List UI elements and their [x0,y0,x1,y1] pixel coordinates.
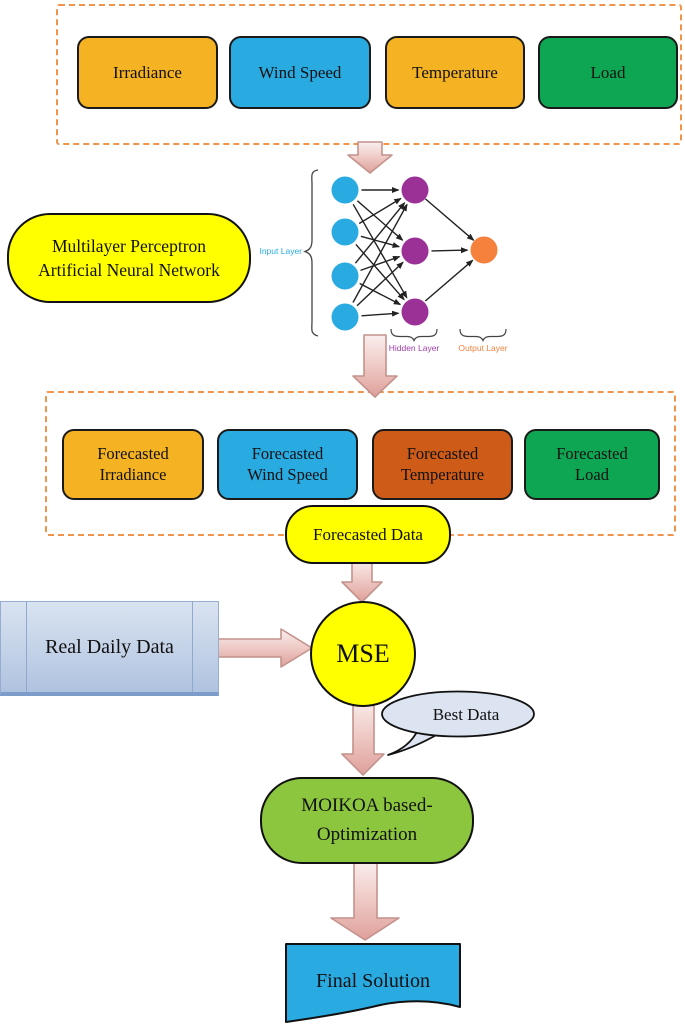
side-bar [192,602,193,692]
input-layer-nodes [331,176,359,331]
node-forecasted-data: Forecasted Data [285,505,451,564]
down-arrow-icon [352,334,398,398]
node-label-line: Temperature [400,464,485,484]
output-node [470,236,498,264]
input-node [331,176,359,204]
callout-label: Best Data [433,705,500,724]
input-node [331,218,359,246]
node-forecasted-irradiance: Forecasted Irradiance [62,429,204,500]
down-arrow-icon [330,860,400,941]
node-label-line: Forecasted [556,443,628,463]
output-layer-brace [459,328,507,343]
node-label: Final Solution [316,970,430,992]
node-label-line: Load [575,464,609,484]
node-final-solution: Final Solution [285,943,461,1023]
node-wind-speed: Wind Speed [229,36,371,109]
node-label-line: Wind Speed [247,464,328,484]
hidden-node [401,237,429,265]
side-bar [26,602,27,692]
hidden-layer-nodes [401,176,429,326]
hidden-node [401,176,429,204]
hidden-layer-brace [390,328,438,343]
node-label-line: Optimization [316,823,418,845]
best-data-callout: Best Data [381,690,535,756]
right-arrow-icon [217,628,313,668]
node-label: Irradiance [113,62,182,82]
down-arrow-icon [341,697,385,776]
node-load: Load [538,36,678,109]
node-forecasted-load: Forecasted Load [524,429,660,500]
node-forecasted-wind-speed: Forecasted Wind Speed [217,429,358,500]
node-label-line: Forecasted [251,443,324,463]
input-layer-brace [303,169,319,337]
mlp-annotation: Multilayer Perceptron Artificial Neural … [7,213,251,303]
node-label-line: Forecasted [406,443,479,463]
mlp-annotation-line: Artificial Neural Network [38,260,220,280]
node-label: Load [590,62,626,82]
node-label: Wind Speed [258,62,342,82]
node-label: Forecasted Data [313,524,423,544]
node-label: Real Daily Data [45,635,174,658]
node-mse: MSE [310,601,416,707]
node-label: Temperature [412,62,498,82]
speech-bubble-tail [387,729,441,756]
node-label: MSE [336,639,390,668]
input-node [331,303,359,331]
hidden-layer-label: Hidden Layer [389,343,440,353]
neural-network-diagram: Input Layer Hidden Layer Output Layer [259,169,508,353]
output-layer-label: Output Layer [458,343,507,353]
connection-arrows [352,187,475,317]
mlp-annotation-line: Multilayer Perceptron [51,235,207,256]
input-layer-label: Input Layer [259,246,302,256]
down-arrow-icon [347,141,393,174]
input-node [331,262,359,290]
node-label-line: Irradiance [99,464,167,484]
document-shape [285,943,461,1023]
node-moikoa-optimization: MOIKOA based- Optimization [260,777,474,864]
node-real-daily-data: Real Daily Data [0,601,219,696]
node-label-line: MOIKOA based- [301,795,433,816]
hidden-node [401,298,429,326]
node-temperature: Temperature [385,36,525,109]
node-forecasted-temperature: Forecasted Temperature [372,429,513,500]
node-label-line: Forecasted [97,443,169,463]
speech-bubble [381,690,535,738]
node-irradiance: Irradiance [77,36,218,109]
